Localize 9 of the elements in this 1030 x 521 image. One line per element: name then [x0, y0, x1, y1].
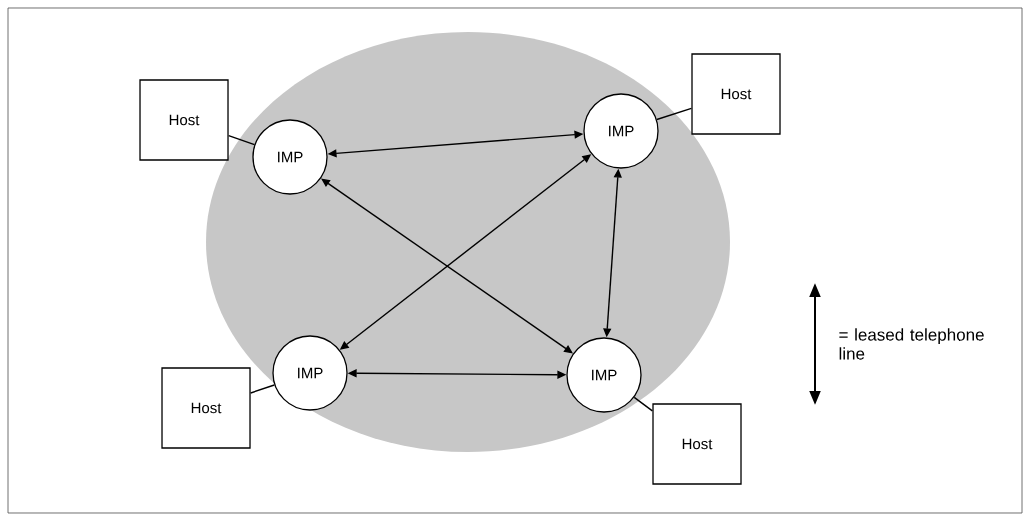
connector-line — [249, 384, 276, 394]
host-box: Host — [161, 367, 251, 449]
legend-text: = leased telephone line — [839, 328, 984, 360]
connector-line — [227, 134, 256, 146]
connector-line — [656, 107, 693, 121]
host-box: Host — [691, 53, 781, 135]
host-box: Host — [652, 403, 742, 485]
host-box: Host — [139, 79, 229, 161]
connector-line — [633, 396, 654, 412]
